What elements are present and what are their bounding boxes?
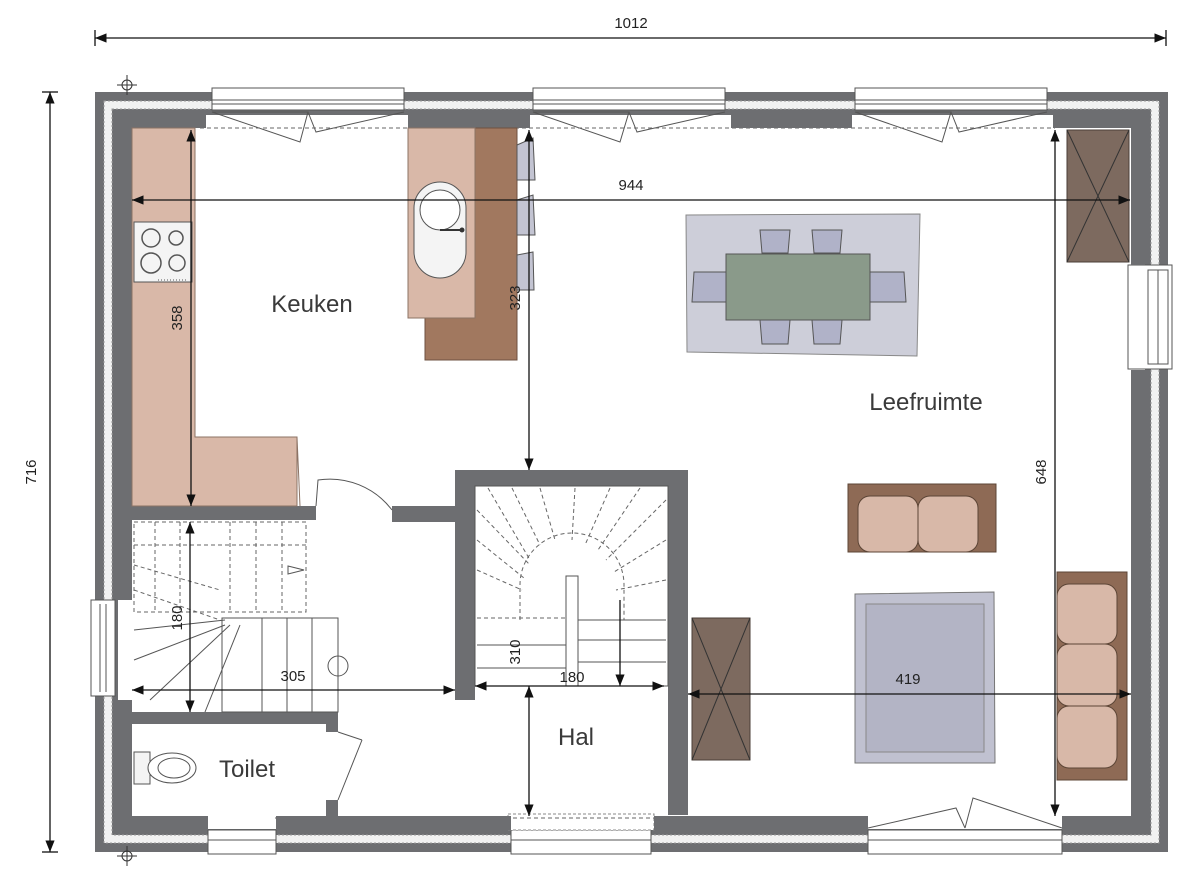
dim-kitchen-depth: 358	[169, 305, 186, 330]
dim-inner-width: 944	[618, 177, 643, 194]
dim-stair1-height: 180	[169, 605, 186, 630]
bar-stools	[516, 137, 536, 291]
dim-stair1-width: 305	[280, 668, 305, 685]
room-label-toilet: Toilet	[219, 756, 275, 783]
window-right	[1127, 264, 1173, 370]
window-top-1	[211, 87, 405, 143]
dim-total-height: 716	[23, 459, 40, 484]
sofa-large	[1056, 571, 1128, 781]
dining-table	[725, 253, 871, 321]
wall-cabinet-right	[1066, 129, 1130, 263]
room-label-kitchen: Keuken	[271, 291, 352, 318]
window-top-2	[532, 87, 726, 143]
dining-chairs	[691, 229, 907, 345]
dim-stair2-depth: 310	[507, 639, 524, 664]
window-bottom-2	[507, 813, 655, 855]
north-marker-icon	[117, 75, 137, 866]
toilet-door	[326, 731, 363, 816]
front-door	[867, 797, 1063, 855]
dim-island-to-stair: 323	[507, 285, 524, 310]
sofa-small	[847, 483, 997, 553]
dim-living-depth: 648	[1033, 459, 1050, 484]
dimension-lines	[42, 30, 1167, 853]
room-label-hall: Hal	[558, 724, 594, 751]
outer-wall	[95, 92, 1168, 852]
kitchen-door	[315, 478, 393, 511]
living-rug	[854, 591, 996, 764]
window-bottom-1	[207, 829, 277, 855]
interior-walls	[118, 115, 1145, 830]
main-stairs	[474, 485, 669, 687]
toilet-icon	[133, 751, 197, 785]
stove-icon	[133, 221, 193, 283]
room-label-living: Leefruimte	[869, 389, 982, 416]
window-top-3	[854, 87, 1048, 143]
window-left	[90, 599, 116, 697]
dim-total-width: 1012	[614, 15, 647, 32]
sink-icon	[413, 181, 467, 279]
dim-living-width: 419	[895, 671, 920, 688]
hall-cabinet	[691, 617, 751, 761]
cellar-stairs	[133, 521, 349, 713]
dim-stair2-width: 180	[559, 669, 584, 686]
